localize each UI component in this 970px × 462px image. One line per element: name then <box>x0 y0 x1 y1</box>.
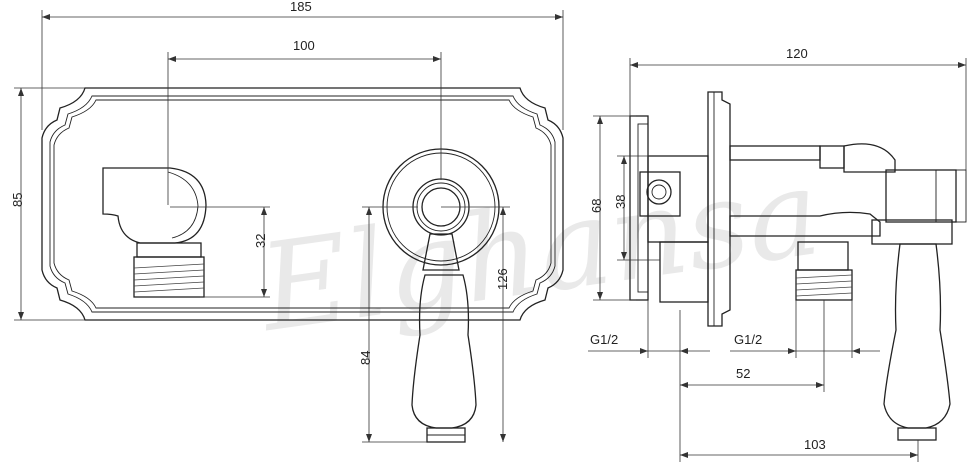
dim-120: 120 <box>786 46 808 61</box>
side-lever-top <box>843 143 896 173</box>
dim-185: 185 <box>290 0 312 14</box>
side-inlet-block <box>639 171 681 217</box>
dim-85: 85 <box>10 193 25 207</box>
dim-103: 103 <box>804 437 826 452</box>
front-plate-outer <box>41 87 564 321</box>
outlet-thread-lines <box>133 263 205 293</box>
side-handle-hub <box>885 169 957 223</box>
dim-126: 126 <box>495 268 510 290</box>
dim-68: 68 <box>589 199 604 213</box>
front-plate-inner <box>49 95 556 313</box>
side-inlet-circle <box>646 179 672 205</box>
side-view <box>629 91 967 441</box>
side-dimensions: 120 68 38 G1/2 G1/2 52 10 <box>588 46 967 462</box>
side-lever-cap <box>897 427 937 441</box>
front-plate-inner-2 <box>53 99 552 309</box>
side-spout-fitting <box>871 219 953 245</box>
side-lever-body <box>883 243 951 429</box>
dim-100: 100 <box>293 38 315 53</box>
dim-84: 84 <box>358 351 373 365</box>
thread-g12-left: G1/2 <box>590 332 618 347</box>
dim-38: 38 <box>613 195 628 209</box>
side-outlet-thread-lines <box>795 274 853 297</box>
dim-52: 52 <box>736 366 750 381</box>
side-spindle <box>819 145 845 169</box>
lever-neck <box>422 233 460 271</box>
side-spout-arm <box>729 211 881 237</box>
dim-32: 32 <box>253 234 268 248</box>
outlet-nut <box>136 242 202 258</box>
watermark-text: Elghansa <box>250 143 828 359</box>
front-dimensions: 185 100 85 32 126 84 <box>10 0 564 443</box>
side-front-plate <box>707 91 731 327</box>
outlet-elbow-inner <box>167 171 199 239</box>
outlet-elbow <box>102 167 207 244</box>
thread-g12-right: G1/2 <box>734 332 762 347</box>
outlet-thread-body <box>133 256 205 298</box>
